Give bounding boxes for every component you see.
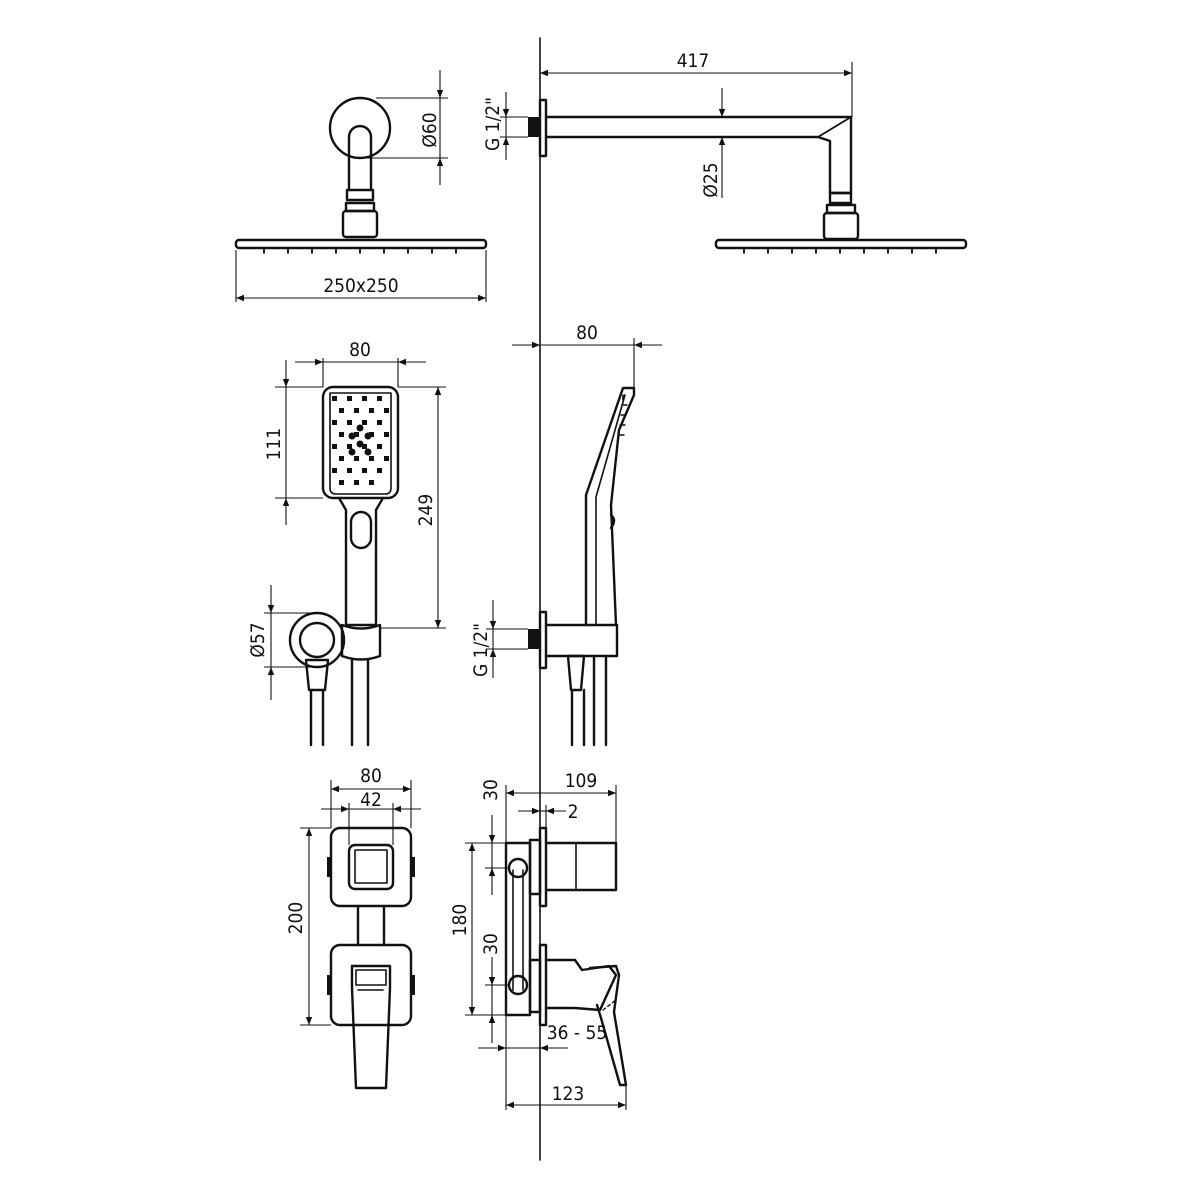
thread-side-top <box>528 117 540 137</box>
arm-nut-side <box>828 191 853 205</box>
nozzle-grid <box>332 396 389 485</box>
nozzle-row-front <box>263 247 457 254</box>
mode-button <box>349 510 373 550</box>
dim-valve-height: 200 <box>285 902 307 935</box>
dim-outlet-spacing: 180 <box>449 904 471 937</box>
head-shower-front-view: Ø60 250x250 <box>234 70 488 302</box>
concealed-body <box>504 841 532 1017</box>
wall-flange <box>328 96 392 160</box>
holder-side <box>544 623 619 658</box>
mixer-body-side <box>544 958 618 1012</box>
dim-hand-head-height: 111 <box>263 428 285 461</box>
hose-connector-front <box>304 658 330 692</box>
valve-front-view: 80 42 200 <box>285 765 421 1090</box>
holder-ring-front <box>298 621 336 659</box>
head-shower-side-view: 417 G 1/2" Ø25 <box>482 50 968 254</box>
button-side <box>609 513 616 530</box>
thread-side-hand <box>528 629 540 649</box>
dim-outlet-offset-bottom: 30 <box>480 933 502 955</box>
dim-holder-diameter: Ø57 <box>247 622 269 657</box>
ball-joint <box>341 209 379 239</box>
dim-handle-width: 42 <box>360 789 382 811</box>
dim-thread-top: G 1/2" <box>482 97 504 151</box>
flange-side-hand <box>538 610 548 670</box>
dim-hand-total-height: 249 <box>415 494 437 527</box>
dim-valve-depth: 109 <box>565 770 598 792</box>
hand-neck <box>337 496 385 627</box>
hand-shower-front-view: 80 111 249 Ø57 <box>247 339 446 747</box>
valve-body-front <box>356 904 386 947</box>
shower-arm-side <box>544 115 853 195</box>
dim-head-size: 250x250 <box>323 275 398 297</box>
mixer-lever-side <box>588 964 628 1087</box>
shower-arm-front <box>347 124 373 192</box>
hand-shower-side-view: 80 G 1/2" <box>470 322 662 747</box>
dim-arm-diameter: Ø25 <box>700 162 722 197</box>
selector-knob-side <box>544 841 618 892</box>
hose-connector-side <box>566 654 586 692</box>
arm-nut <box>345 188 375 202</box>
valve-side-view: 109 2 30 180 30 36 - 55 123 <box>449 770 628 1110</box>
joint-ring <box>344 201 376 213</box>
dim-cover-offset: 2 <box>568 801 579 823</box>
dim-flange-diameter: Ø60 <box>419 112 441 147</box>
selector-knob <box>347 843 395 891</box>
head-plate-side <box>714 238 968 250</box>
dim-thread-hand: G 1/2" <box>470 623 492 677</box>
dim-lever-projection: 123 <box>552 1083 585 1105</box>
dim-hand-depth: 80 <box>576 322 598 344</box>
hand-head-face <box>321 385 400 500</box>
holder-front <box>340 623 382 661</box>
dim-arm-length: 417 <box>677 50 710 72</box>
hand-body-side <box>584 386 636 627</box>
dim-outlet-offset-top: 30 <box>480 779 502 801</box>
valve-top-plate <box>329 826 413 908</box>
hand-head-inner <box>329 392 392 495</box>
flange-side-top <box>538 98 548 158</box>
dim-mount-depth: 36 - 55 <box>547 1022 608 1044</box>
dim-valve-width: 80 <box>360 765 382 787</box>
head-plate-front <box>234 238 488 250</box>
mixer-lever-front <box>350 964 392 1090</box>
outlet-top <box>507 857 529 879</box>
dim-hand-width: 80 <box>349 339 371 361</box>
outlet-bottom <box>507 974 529 996</box>
ball-joint-side <box>822 211 860 241</box>
